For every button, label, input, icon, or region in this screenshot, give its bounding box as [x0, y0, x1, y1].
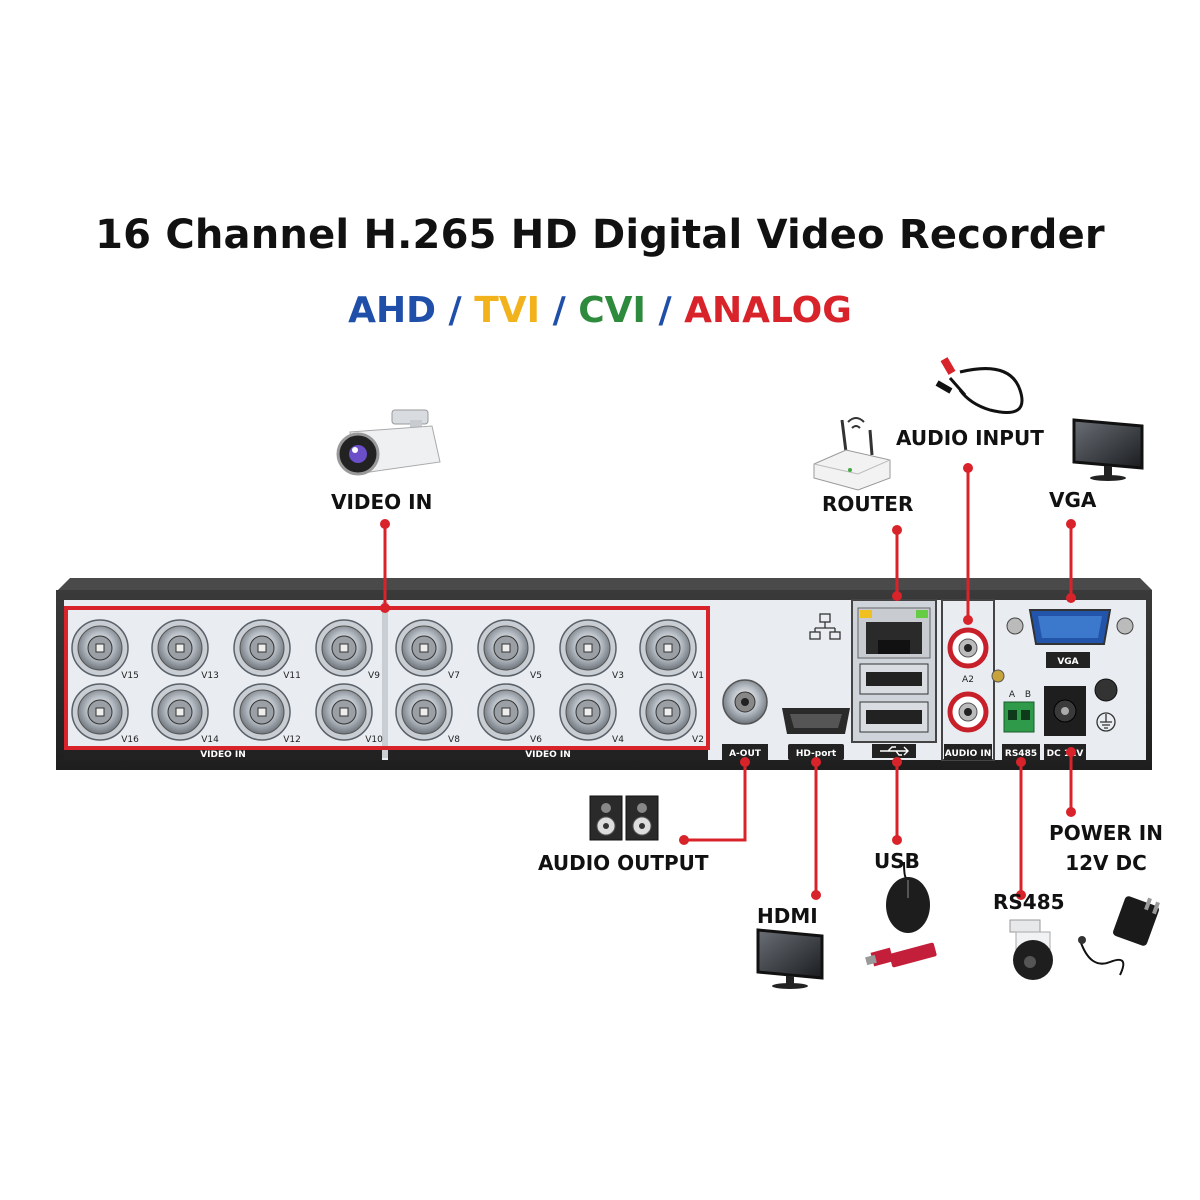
audio-cable-icon	[935, 357, 1024, 414]
bnc-port[interactable]	[477, 683, 535, 741]
speaker-icon	[589, 795, 659, 841]
usb-port-2[interactable]	[859, 701, 929, 733]
hd-port-label: HD-port	[796, 749, 837, 759]
rs485-terminal[interactable]	[1003, 701, 1035, 733]
rca-port-a1[interactable]	[947, 627, 989, 669]
camera-icon	[336, 409, 441, 476]
bnc-label: V1	[692, 671, 704, 681]
bnc-port[interactable]	[639, 683, 697, 741]
bnc-label: V7	[448, 671, 460, 681]
hdmi-monitor-icon	[756, 928, 824, 989]
ground-screw	[991, 669, 1005, 683]
callout-dots	[380, 463, 1076, 900]
network-icon	[809, 613, 841, 640]
bnc-label: V9	[368, 671, 380, 681]
terminal-b-label: B	[1025, 690, 1031, 700]
callout-lines	[383, 468, 1073, 895]
usb-stick-icon	[865, 942, 937, 968]
usb-symbol-icon	[872, 744, 916, 758]
bnc-label: V5	[530, 671, 542, 681]
subtitle-part: CVI	[578, 290, 646, 331]
usb-callout: USB	[874, 849, 920, 873]
audio-output-callout: AUDIO OUTPUT	[538, 851, 709, 875]
audio-in-label: AUDIO IN	[945, 749, 991, 759]
bnc-port[interactable]	[233, 683, 291, 741]
subtitle-part: /	[540, 290, 579, 331]
bnc-label: V15	[121, 671, 139, 681]
vga-callout: VGA	[1049, 488, 1097, 512]
video-in-callout: VIDEO IN	[331, 490, 433, 514]
monitor-icon	[1072, 418, 1144, 481]
power-switch[interactable]	[1094, 678, 1118, 702]
bnc-port[interactable]	[559, 619, 617, 677]
power-in-line2: 12V DC	[1065, 851, 1147, 875]
bnc-port[interactable]	[639, 619, 697, 677]
rca-port-a2[interactable]	[947, 691, 989, 733]
video-in-strip-left: VIDEO IN	[200, 750, 246, 760]
a-out-label: A-OUT	[729, 749, 762, 759]
bnc-port[interactable]	[233, 619, 291, 677]
vga-port-label: VGA	[1057, 657, 1078, 667]
usb-port-1[interactable]	[859, 663, 929, 695]
bnc-label: V4	[612, 735, 624, 745]
bnc-port[interactable]	[395, 683, 453, 741]
dc-12v-label: DC 12V	[1047, 749, 1084, 759]
bnc-port[interactable]	[477, 619, 535, 677]
subtitle-part: /	[645, 290, 685, 331]
video-in-strip-right: VIDEO IN	[525, 750, 571, 760]
bnc-port[interactable]	[71, 683, 129, 741]
hdmi-callout: HDMI	[757, 904, 818, 928]
bnc-label: V14	[201, 735, 219, 745]
ground-icon	[1096, 712, 1116, 732]
router-icon	[813, 417, 891, 491]
rs485-callout: RS485	[993, 890, 1065, 914]
bnc-label: V10	[365, 735, 383, 745]
audio-out-port[interactable]	[722, 679, 768, 725]
bnc-port[interactable]	[151, 683, 209, 741]
terminal-a-label: A	[1009, 690, 1016, 700]
router-callout: ROUTER	[822, 492, 914, 516]
bnc-label: V3	[612, 671, 624, 681]
dc-power-port[interactable]	[1044, 686, 1086, 736]
bnc-port[interactable]	[395, 619, 453, 677]
subtitle-part: TVI	[474, 290, 541, 331]
hdmi-port[interactable]	[782, 708, 850, 734]
power-in-callout: POWER IN 12V DC	[1043, 818, 1169, 878]
vga-port[interactable]	[1006, 609, 1134, 645]
power-in-line1: POWER IN	[1049, 821, 1163, 845]
page-subtitle: AHD / TVI / CVI / ANALOG	[0, 290, 1200, 331]
bnc-label: V6	[530, 735, 542, 745]
bnc-label: V2	[692, 735, 704, 745]
power-adapter-icon	[1078, 896, 1160, 976]
bnc-label: V11	[283, 671, 301, 681]
bnc-label: V8	[448, 735, 460, 745]
rs485-port-label: RS485	[1005, 749, 1037, 759]
bnc-port[interactable]	[151, 619, 209, 677]
bnc-port[interactable]	[71, 619, 129, 677]
bnc-port[interactable]	[315, 619, 373, 677]
bnc-label: V12	[283, 735, 301, 745]
bnc-label: V13	[201, 671, 219, 681]
ptz-camera-icon	[1009, 919, 1053, 980]
audio-input-callout: AUDIO INPUT	[896, 426, 1044, 450]
mouse-icon	[886, 861, 930, 933]
subtitle-part: AHD	[348, 290, 437, 331]
subtitle-part: /	[436, 290, 475, 331]
bnc-port[interactable]	[559, 683, 617, 741]
bnc-label: V16	[121, 735, 139, 745]
subtitle-part: ANALOG	[684, 290, 852, 331]
a2-label: A2	[962, 675, 974, 685]
page-title: 16 Channel H.265 HD Digital Video Record…	[95, 212, 1105, 258]
bnc-port[interactable]	[315, 683, 373, 741]
